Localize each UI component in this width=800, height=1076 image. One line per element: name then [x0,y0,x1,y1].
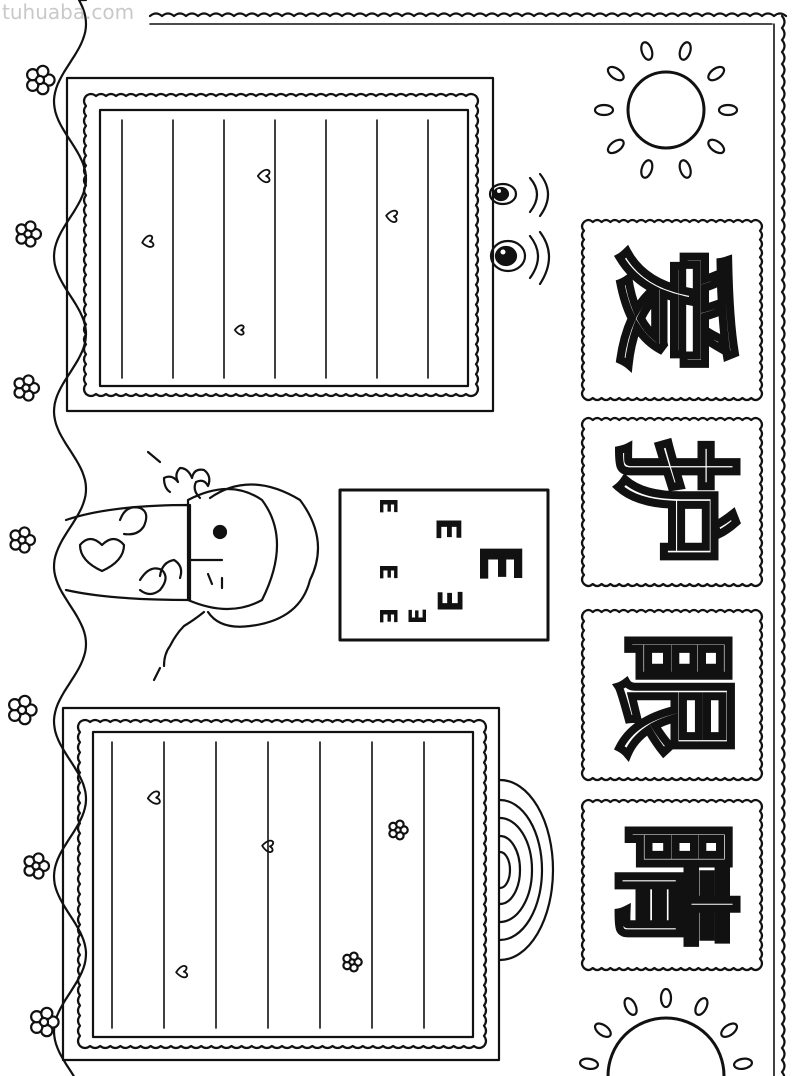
heart-icon [261,839,274,853]
title-stamp-frame-3 [580,608,764,782]
title-char-2-glyph: 护 [596,436,749,568]
watermark: tuhuaba.com [2,0,135,24]
girl-braid-bottom [162,610,206,668]
bottom-panel-inner-frame [91,730,475,1039]
rainbow-arc-4 [498,834,522,906]
title-char-2: 护 [584,420,760,584]
heart-icon [233,324,245,336]
sun-icon-bottom [578,987,754,1076]
eye-icon-upper-glint [497,189,501,193]
title-stamp-frame-4 [580,798,764,972]
heart-icon [175,965,188,979]
heart-icon [146,790,161,805]
girl-hair [206,483,320,628]
flower-icon [30,1006,60,1038]
flower-icon [8,694,38,726]
eye-icon-lower-glint [500,249,506,255]
eye-chart-letter-6: E [374,607,403,625]
rainbow-arc-3 [498,816,534,924]
eye-icon-upper-pupil [492,186,510,202]
top-panel-inner-frame [98,108,470,388]
flower-icon [9,526,37,554]
flower-icon [388,819,409,841]
title-stamp-frame-1 [580,218,764,402]
bottom-text-panel [61,706,501,1062]
heart-icon [256,168,271,184]
eye-icon-lower-lash [528,234,540,280]
title-char-1-glyph: 爱 [596,244,749,376]
title-char-4-glyph: 睛 [596,819,749,951]
decorative-hearts [141,168,398,979]
rainbow-arc-2 [498,798,544,942]
girl-figure [64,450,320,682]
eye-icon-lower-pupil [494,245,518,267]
bottom-panel-scalloped-frame [76,718,488,1050]
eye-icon-upper-lash [528,176,539,214]
flower-icon [26,64,56,96]
top-text-panel [65,76,495,413]
eye-chart-letter-2: E [427,517,468,541]
girl-braid-top [162,466,211,500]
girl-eye [212,524,228,540]
girl-face [186,487,278,610]
eye-chart-letter-7: E [404,607,433,625]
bottom-panel-outer-frame [61,706,501,1062]
title-stamp-frame-2 [580,416,764,588]
title-stamp-frames [580,218,764,972]
heart-icon-dress [78,537,126,573]
top-panel-outer-frame [65,76,495,413]
eye-chart-letter-3: E [431,589,472,613]
heart-icon [385,209,398,223]
title-char-1: 爱 [584,222,760,398]
rainbow-arc-5 [498,850,512,890]
girl-arm-lower [138,567,167,596]
heart-icon [141,234,155,248]
girl-arm-upper [118,506,148,536]
girl-eyelash [206,572,224,590]
eye-icon-upper [488,172,550,218]
top-panel-writing-lines [121,119,429,379]
flower-icon [23,852,51,880]
rainbow-arc-1 [498,778,555,962]
eye-chart-letter-5: E [374,563,403,581]
girl-hand [158,558,183,580]
flower-icon [15,220,43,248]
title-char-3-glyph: 眼 [596,629,749,761]
sun-icon-top [593,41,739,179]
flower-icon [13,374,41,402]
title-char-3: 眼 [584,612,760,778]
top-panel-scalloped-frame [82,92,480,398]
girl-braid-bottom-end [152,666,162,682]
decorative-flowers [8,64,409,1038]
eye-icon-lower-outline [489,239,527,273]
sun-icon-bottom-disc [606,1016,726,1076]
eye-icon-upper-outline [488,182,518,206]
rainbow-icon [498,778,555,962]
flower-icon [342,951,363,973]
eye-icon-upper-lash-outer [538,172,550,218]
eye-chart-letter-1: E [465,543,534,583]
eye-icon-lower [489,230,551,286]
bottom-panel-writing-lines [111,741,425,1029]
eye-chart-letter-4: E [374,497,403,515]
girl-dress [64,503,192,602]
wavy-left-edge [52,0,88,1076]
sun-icon-top-disc [626,70,706,150]
eye-icon-lower-lash-outer [538,230,551,286]
scalloped-border [148,12,788,1076]
title-char-4: 睛 [584,802,760,968]
girl-braid-top-end [146,450,162,464]
eye-chart-board [338,488,550,642]
